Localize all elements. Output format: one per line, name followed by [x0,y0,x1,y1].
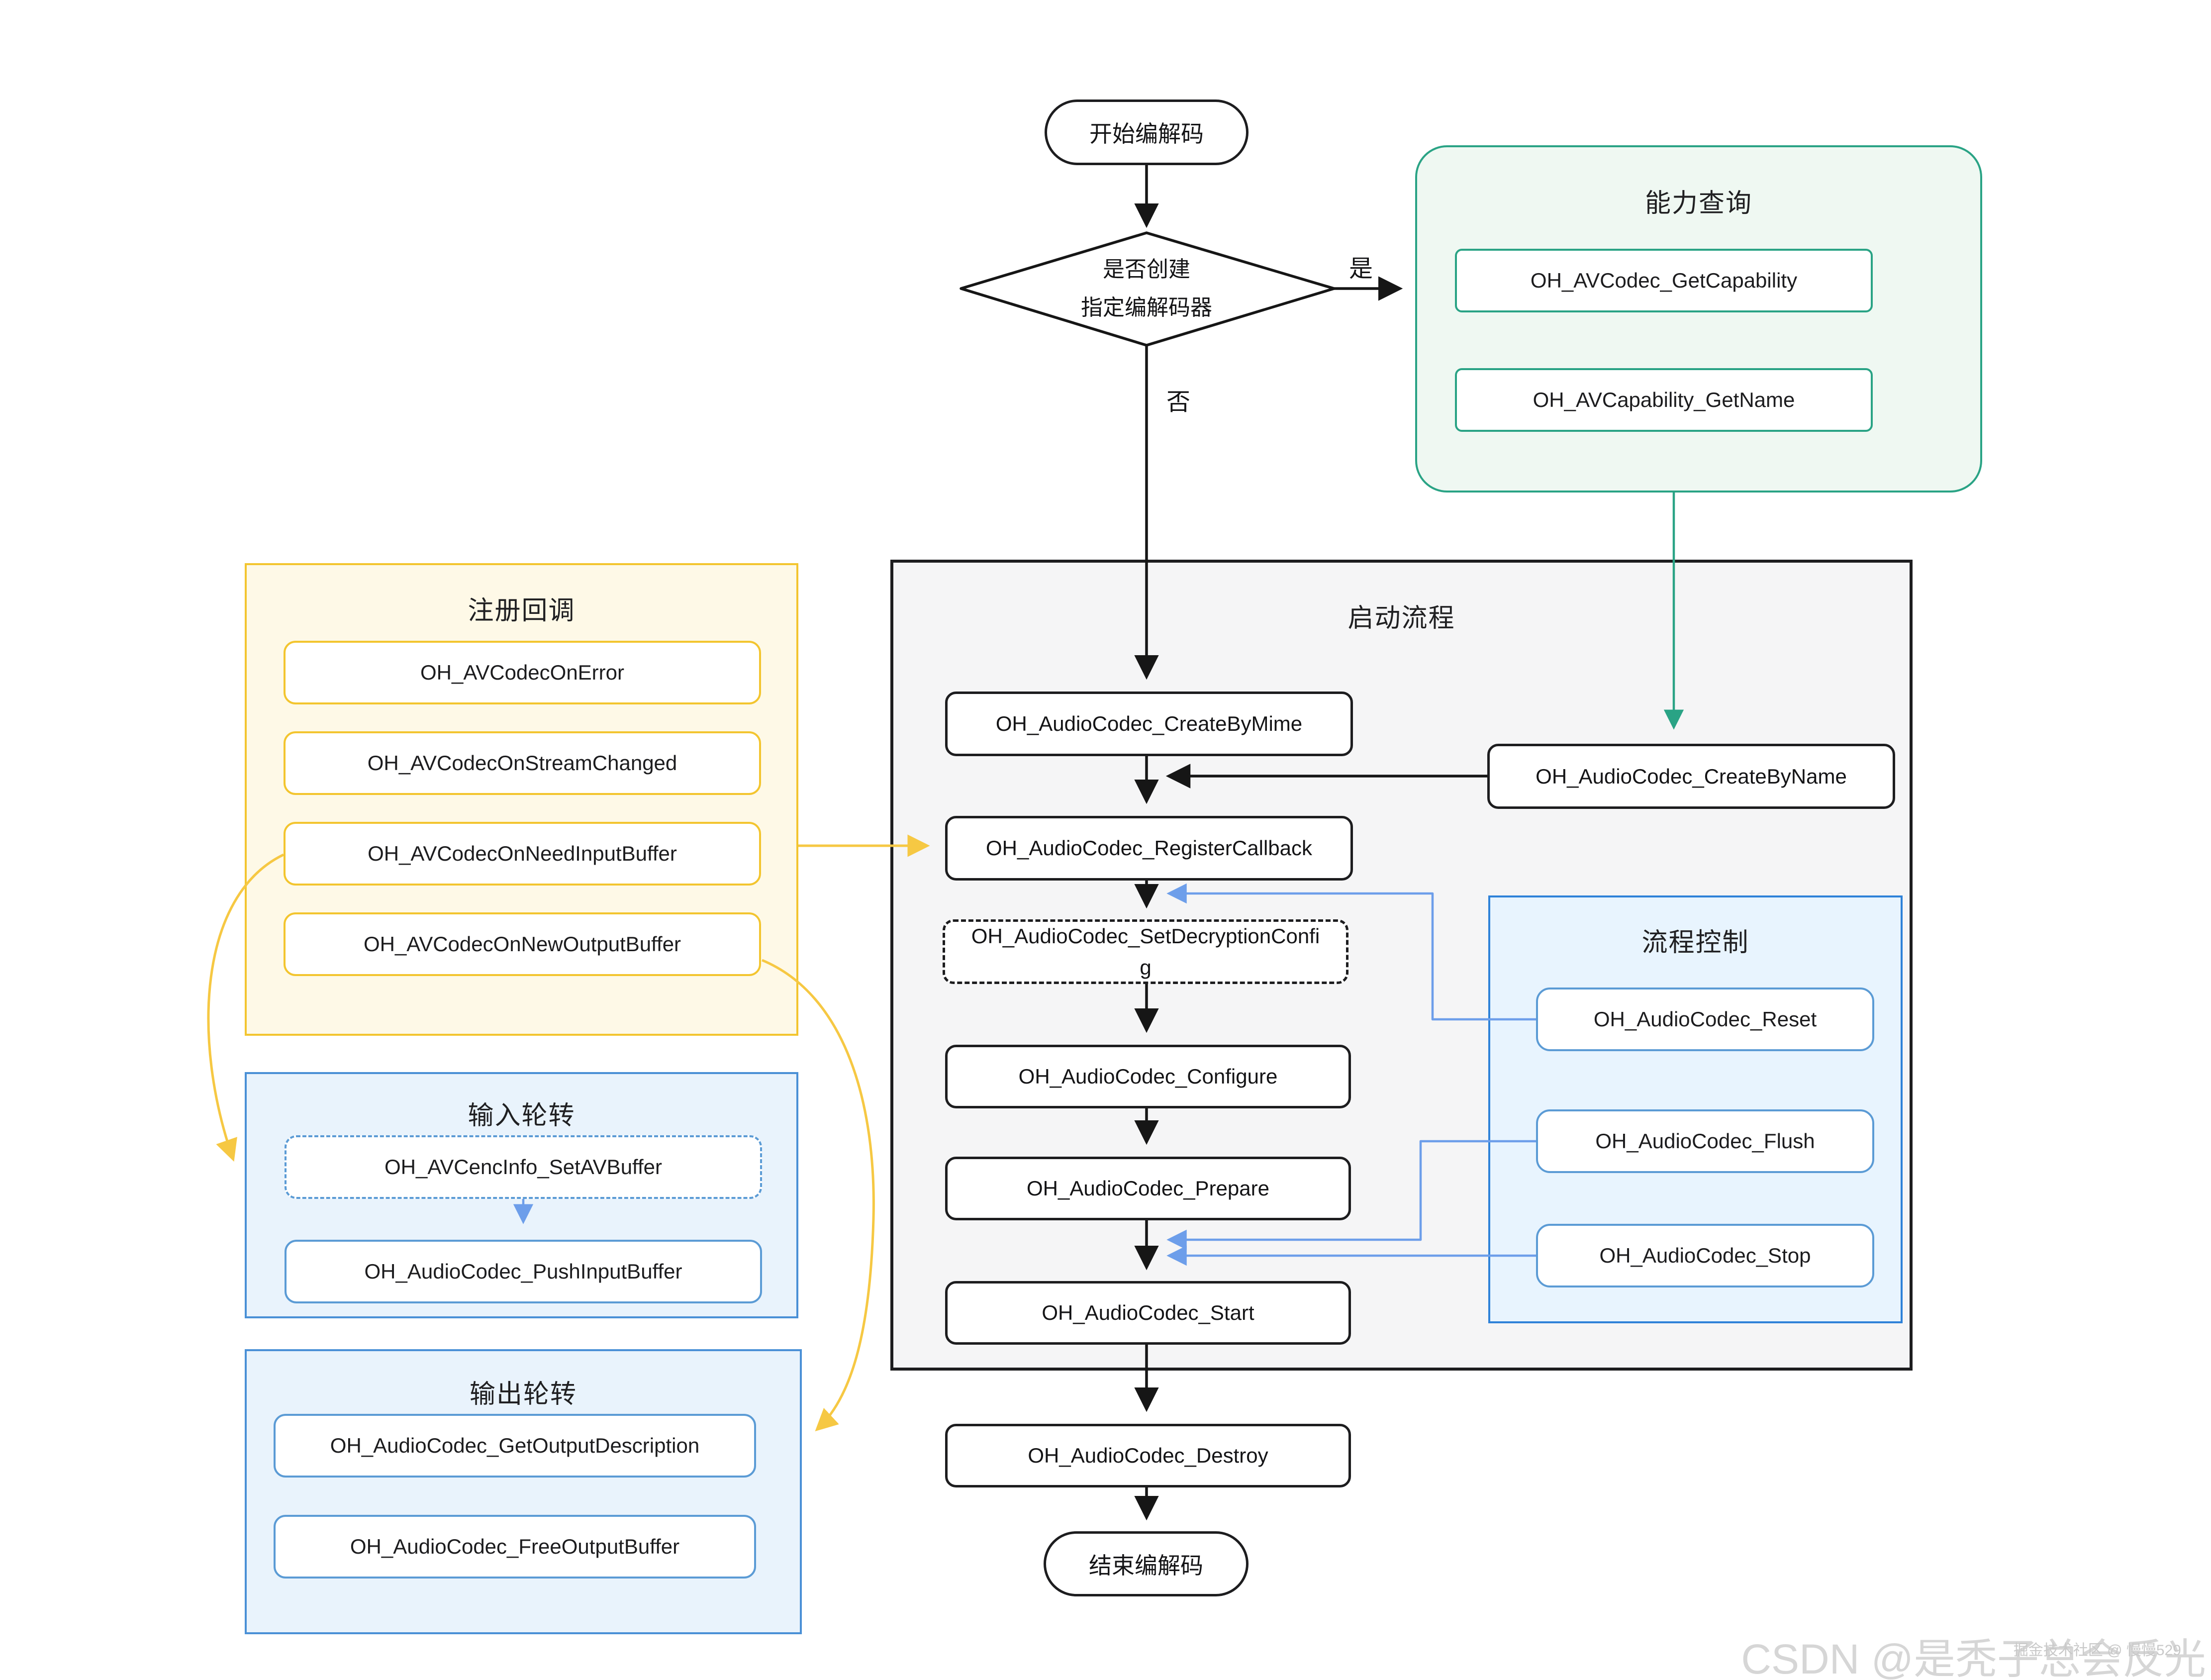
node-register-callback: OH_AudioCodec_RegisterCallback [945,816,1353,881]
flow-control-title: 流程控制 [1641,928,1749,957]
start-terminator: 开始编解码 [1045,99,1249,165]
api-get-output-description: OH_AudioCodec_GetOutputDescription [274,1414,756,1478]
api-flush: OH_AudioCodec_Flush [1536,1109,1874,1173]
input-rotation-title: 输入轮转 [468,1101,576,1130]
yes-label: 是 [1349,256,1373,282]
csdn-watermark: CSDN @是秃子总会反光 [1741,1636,2206,1680]
no-label: 否 [1166,389,1191,415]
end-terminator: 结束编解码 [1044,1531,1249,1596]
capability-query-title: 能力查询 [1644,189,1752,218]
api-reset: OH_AudioCodec_Reset [1536,988,1874,1051]
api-on-need-input-buffer: OH_AVCodecOnNeedInputBuffer [284,822,761,886]
api-get-name: OH_AVCapability_GetName [1455,368,1873,432]
node-prepare: OH_AudioCodec_Prepare [945,1157,1351,1220]
node-create-by-name: OH_AudioCodec_CreateByName [1487,744,1895,809]
api-free-output-buffer: OH_AudioCodec_FreeOutputBuffer [274,1515,756,1579]
api-set-av-buffer: OH_AVCencInfo_SetAVBuffer [285,1135,762,1199]
node-set-decryption-config: OH_AudioCodec_SetDecryptionConfig [943,919,1348,984]
node-create-by-mime: OH_AudioCodec_CreateByMime [945,692,1353,756]
api-stop: OH_AudioCodec_Stop [1536,1224,1874,1287]
api-on-new-output-buffer: OH_AVCodecOnNewOutputBuffer [284,912,761,976]
api-on-error: OH_AVCodecOnError [284,641,761,704]
startup-flow-title: 启动流程 [1347,604,1455,633]
output-rotation-title: 输出轮转 [469,1380,577,1409]
juejin-watermark: 掘金技术社区 @ 慢慢529 [2013,1642,2181,1659]
api-on-stream-changed: OH_AVCodecOnStreamChanged [284,731,761,795]
node-destroy: OH_AudioCodec_Destroy [945,1424,1351,1487]
node-configure: OH_AudioCodec_Configure [945,1045,1351,1108]
register-callback-title: 注册回调 [468,596,576,625]
capability-query-panel [1415,145,1982,493]
node-start-codec: OH_AudioCodec_Start [945,1281,1351,1345]
api-get-capability: OH_AVCodec_GetCapability [1455,249,1873,312]
output-rotation-panel [245,1349,802,1634]
api-push-input-buffer: OH_AudioCodec_PushInputBuffer [285,1240,762,1303]
decision-label: 是否创建 指定编解码器 [1081,257,1212,320]
